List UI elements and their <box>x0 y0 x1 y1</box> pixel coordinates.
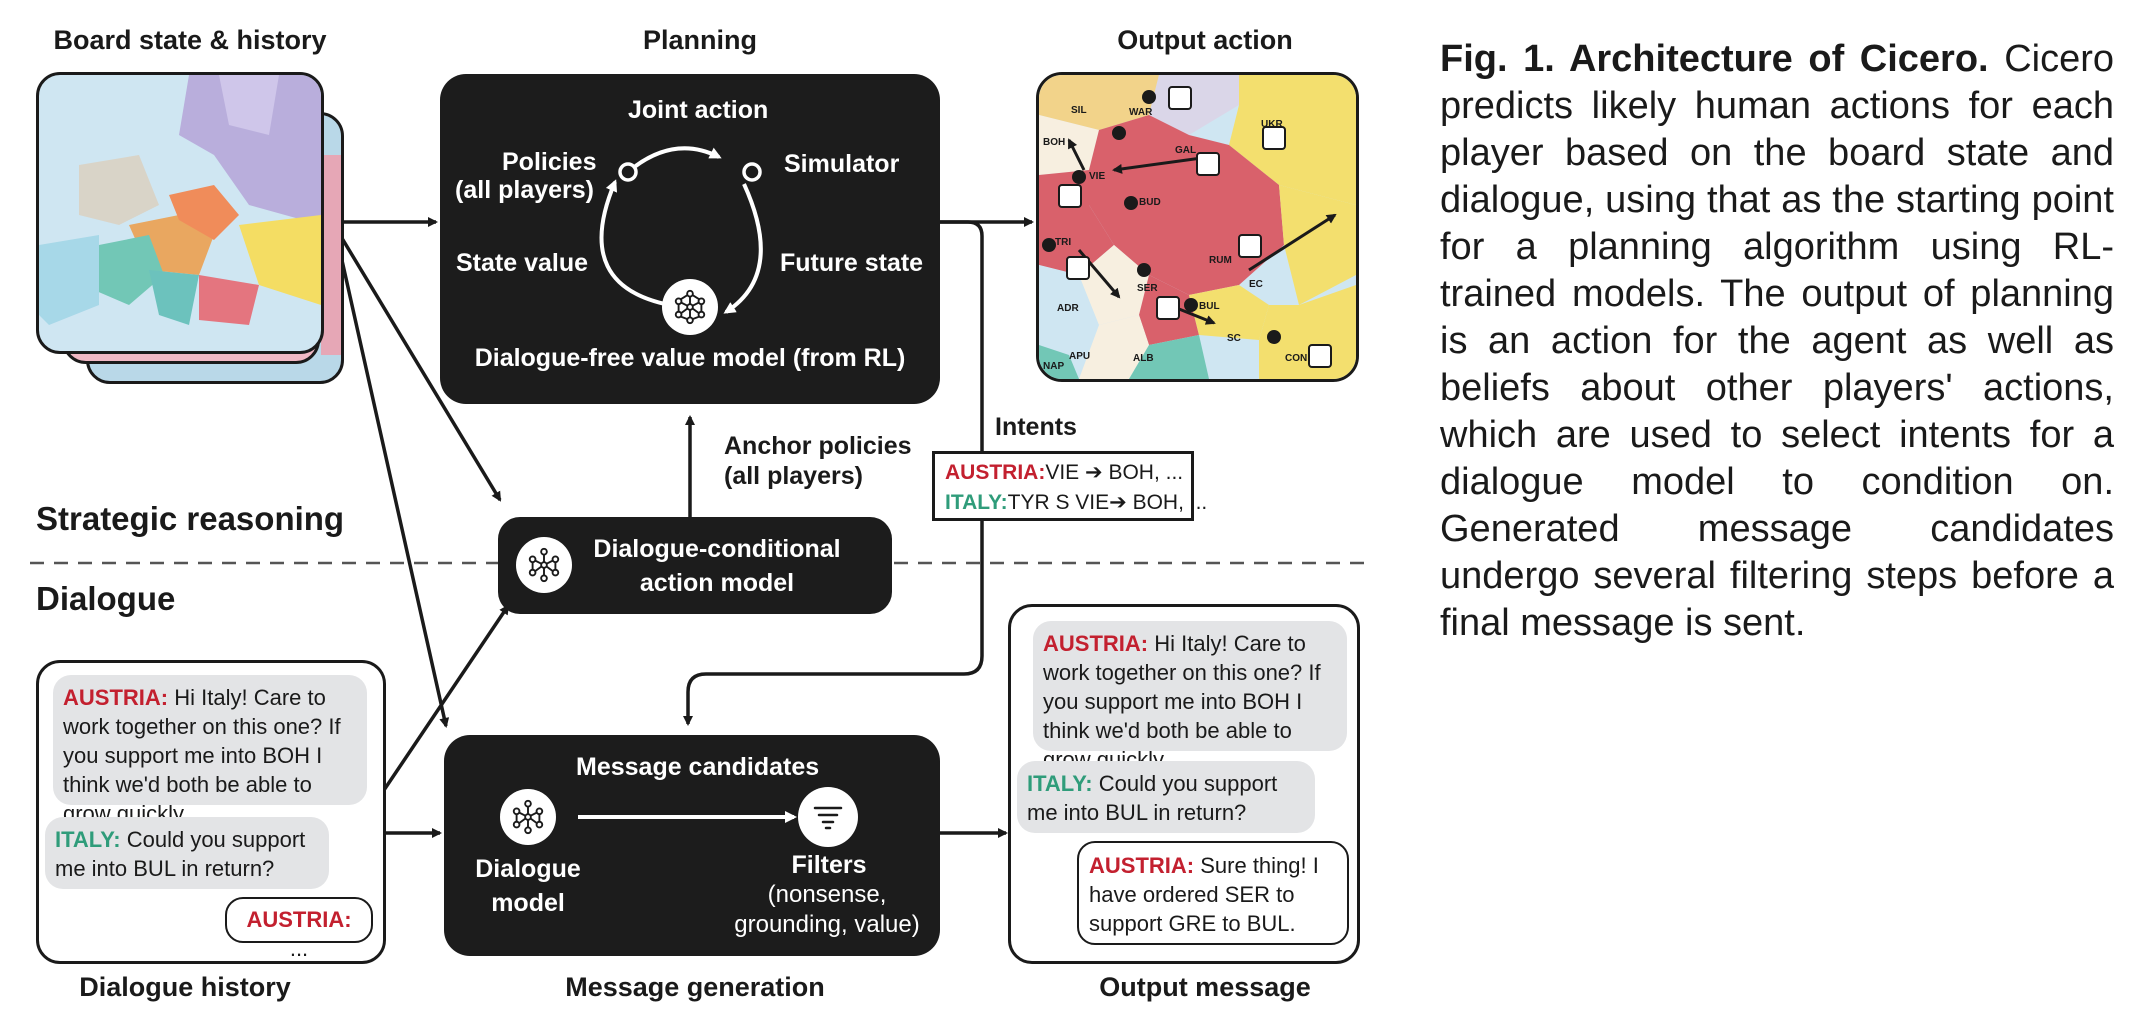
history-message-austria: AUSTRIA: Hi Italy! Care to work together… <box>53 675 367 826</box>
map-label-bud: BUD <box>1139 197 1161 208</box>
history-m3-speaker: AUSTRIA: <box>246 907 352 932</box>
intents-label: Intents <box>995 413 1077 441</box>
output-m1-text: Hi Italy! Care to work together on this … <box>1043 631 1321 772</box>
planning-box: Joint action Policies (all players) Simu… <box>440 74 940 404</box>
policies-all-players-label: (all players) <box>455 176 594 204</box>
map-label-sc: SC <box>1227 333 1241 344</box>
action-model-line2: action model <box>639 569 795 597</box>
planning-header: Planning <box>643 25 757 55</box>
dialogue-model-line2: model <box>491 889 565 917</box>
map-region-labels: SIL WAR UKR BOH GAL VIE BUD TRI RUM SER … <box>1039 75 1356 379</box>
map-label-adr: ADR <box>1057 303 1079 314</box>
strategic-reasoning-label: Strategic reasoning <box>36 500 345 537</box>
map-label-gal: GAL <box>1175 145 1197 156</box>
history-m1-text: Hi Italy! Care to work together on this … <box>63 685 341 826</box>
output-m2-speaker: ITALY: <box>1027 771 1093 796</box>
map-label-con: CON <box>1285 353 1308 364</box>
neural-network-icon <box>500 789 556 845</box>
map-label-sil: SIL <box>1071 105 1087 116</box>
dialogue-model-line1: Dialogue <box>475 855 581 883</box>
intent-italy-speaker: ITALY: <box>945 491 1008 514</box>
caption-body: Cicero predicts likely human actions for… <box>1440 38 2115 644</box>
planning-cycle <box>599 146 763 314</box>
policies-label: Policies <box>502 148 597 176</box>
map-label-tri: TRI <box>1055 237 1072 248</box>
caption-title: Fig. 1. Architecture of Cicero. <box>1440 38 1989 80</box>
intent-italy-text: TYR S VIE➔ BOH, ... <box>1007 491 1208 514</box>
output-m1-speaker: AUSTRIA: <box>1043 631 1149 656</box>
map-label-boh: BOH <box>1043 137 1066 148</box>
output-message-box: AUSTRIA: Hi Italy! Care to work together… <box>1008 604 1360 964</box>
output-action-header: Output action <box>1117 25 1293 55</box>
figure-caption: Fig. 1. Architecture of Cicero. Cicero p… <box>1440 36 2114 647</box>
board-state-header: Board state & history <box>53 25 327 55</box>
filter-icon <box>798 787 858 847</box>
output-m3-text: Sure thing! I have ordered SER to suppor… <box>1089 853 1319 936</box>
output-action-map: SIL WAR UKR BOH GAL VIE BUD TRI RUM SER … <box>1036 72 1359 382</box>
message-generation-box: Message candidates Dialogue model Filter… <box>444 735 940 956</box>
map-label-ser: SER <box>1137 283 1158 294</box>
dialogue-history-box: AUSTRIA: Hi Italy! Care to work together… <box>36 660 386 964</box>
connector-arrows <box>30 217 1368 838</box>
value-model-label: Dialogue-free value model (from RL) <box>474 344 906 372</box>
output-message-austria-reply: AUSTRIA: Sure thing! I have ordered SER … <box>1077 841 1349 945</box>
candidates-arrow <box>578 811 797 823</box>
dialogue-history-header: Dialogue history <box>79 972 291 1002</box>
history-m2-speaker: ITALY: <box>55 827 121 852</box>
history-m2-text: Could you support me into BUL in return? <box>55 827 306 881</box>
map-label-vie: VIE <box>1089 171 1106 182</box>
history-m1-speaker: AUSTRIA: <box>63 685 169 710</box>
future-state-label: Future state <box>780 249 924 277</box>
action-model-box: Dialogue-conditional action model <box>498 517 892 614</box>
output-message-austria: AUSTRIA: Hi Italy! Care to work together… <box>1033 621 1347 772</box>
history-message-italy: ITALY: Could you support me into BUL in … <box>45 817 329 889</box>
anchor-all-players-label: (all players) <box>724 462 863 490</box>
output-message-header: Output message <box>1099 972 1311 1002</box>
map-label-nap: NAP <box>1043 361 1065 372</box>
simulator-label: Simulator <box>784 150 900 178</box>
dialogue-label: Dialogue <box>36 580 176 617</box>
output-m2-text: Could you support me into BUL in return? <box>1027 771 1278 825</box>
map-label-war: WAR <box>1129 107 1153 118</box>
map-label-ukr: UKR <box>1261 119 1283 130</box>
intent-austria-text: VIE ➔ BOH, ... <box>1045 461 1184 484</box>
map-label-apu: APU <box>1069 351 1091 362</box>
map-label-rum: RUM <box>1209 255 1232 266</box>
neural-network-icon <box>516 537 572 593</box>
action-model-line1: Dialogue-conditional <box>593 535 841 563</box>
board-map-thumbnail <box>36 72 324 354</box>
joint-action-label: Joint action <box>628 96 769 124</box>
map-label-bul: BUL <box>1199 301 1220 312</box>
history-m3-text: ... <box>289 936 309 961</box>
output-m3-speaker: AUSTRIA: <box>1089 853 1195 878</box>
filters-sub-line1: (nonsense, <box>767 881 887 908</box>
filters-label: Filters <box>791 851 867 879</box>
message-candidates-label: Message candidates <box>576 753 820 781</box>
state-value-label: State value <box>456 249 589 277</box>
history-message-austria-pending: AUSTRIA: ... <box>225 897 373 961</box>
anchor-policies-label: Anchor policies <box>724 432 912 460</box>
neural-network-icon <box>662 279 718 335</box>
filters-sub-line2: grounding, value) <box>734 911 920 938</box>
intent-austria-speaker: AUSTRIA: <box>945 461 1046 484</box>
message-generation-header: Message generation <box>565 972 825 1002</box>
output-message-italy: ITALY: Could you support me into BUL in … <box>1017 761 1315 833</box>
map-label-alb: ALB <box>1133 353 1154 364</box>
map-label-ec: EC <box>1249 279 1263 290</box>
intents-box: AUSTRIA:VIE ➔ BOH, ... ITALY:TYR S VIE➔ … <box>932 451 1207 521</box>
